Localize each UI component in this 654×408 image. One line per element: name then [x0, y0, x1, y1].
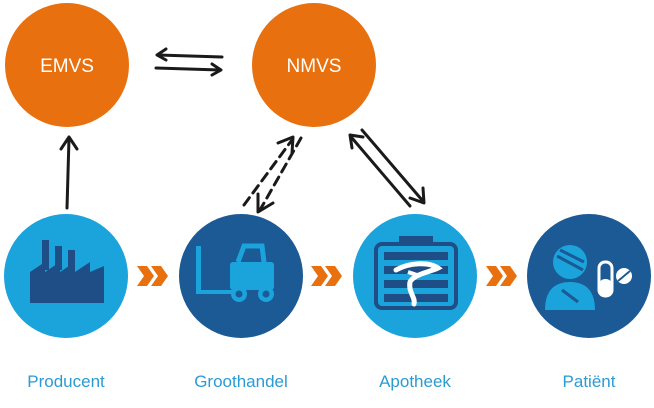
- stage-label-producent: Producent: [27, 372, 105, 391]
- factory-icon: [30, 240, 104, 303]
- chevron-arrow-2: [311, 266, 342, 286]
- stage-apotheek: [353, 214, 477, 338]
- stage-producent: [4, 214, 128, 338]
- nmvs-label: NMVS: [287, 56, 342, 77]
- groothandel-nmvs-dashed-arrows: [242, 135, 303, 214]
- stage-label-groothandel: Groothandel: [194, 372, 288, 391]
- stage-patient: [527, 214, 651, 338]
- producent-to-emvs-arrow: [59, 135, 79, 210]
- emvs-label: EMVS: [40, 56, 94, 77]
- stage-label-apotheek: Apotheek: [379, 372, 451, 391]
- patient-icon: [545, 245, 632, 310]
- emvs-node: EMVS: [5, 3, 129, 127]
- stage-label-patient: Patiënt: [563, 372, 616, 391]
- chevron-arrow-1: [137, 266, 168, 286]
- nmvs-node: NMVS: [252, 3, 376, 127]
- emvs-nmvs-exchange-arrows: [154, 47, 224, 77]
- stage-groothandel: [179, 214, 303, 338]
- pharmacy-icon: [374, 236, 458, 310]
- forklift-icon: [196, 243, 274, 302]
- chevron-arrow-3: [486, 266, 517, 286]
- apotheek-nmvs-arrows: [348, 128, 426, 208]
